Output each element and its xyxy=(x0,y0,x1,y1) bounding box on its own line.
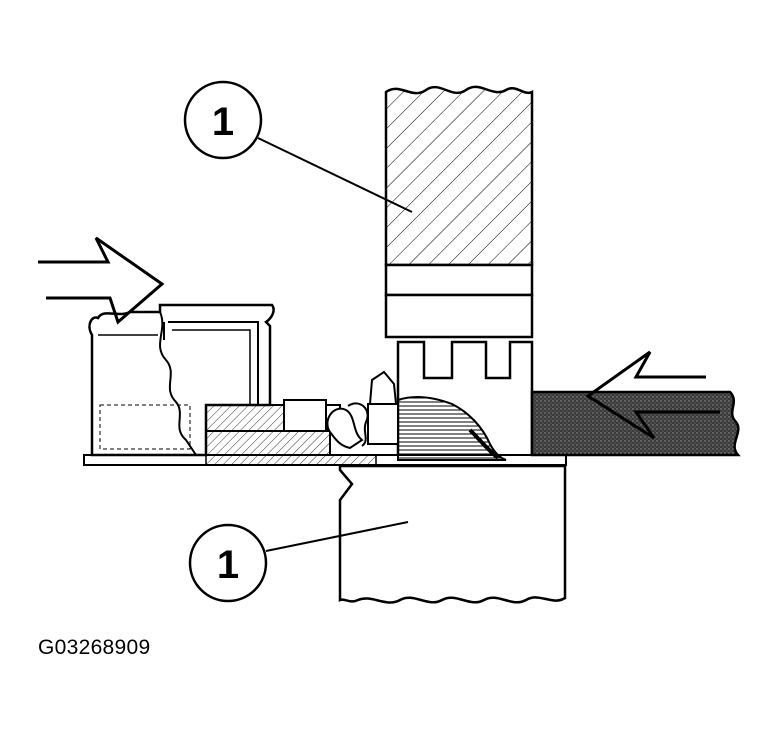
callout-lower-label: 1 xyxy=(217,543,239,587)
lower-block xyxy=(338,464,567,604)
callout-upper: 1 xyxy=(183,80,263,160)
seal-assembly xyxy=(205,370,507,461)
figure-id: G03268909 xyxy=(38,636,151,659)
callout-lower: 1 xyxy=(188,523,268,603)
push-arrow-left-icon xyxy=(38,236,165,325)
right-bar xyxy=(530,390,741,457)
push-arrow-right-icon xyxy=(585,350,720,440)
upper-shaft xyxy=(384,85,534,339)
lower-callout-leader xyxy=(265,521,409,552)
upper-callout-leader xyxy=(257,137,413,213)
installer-cup xyxy=(88,303,275,457)
callout-upper-label: 1 xyxy=(212,100,234,144)
